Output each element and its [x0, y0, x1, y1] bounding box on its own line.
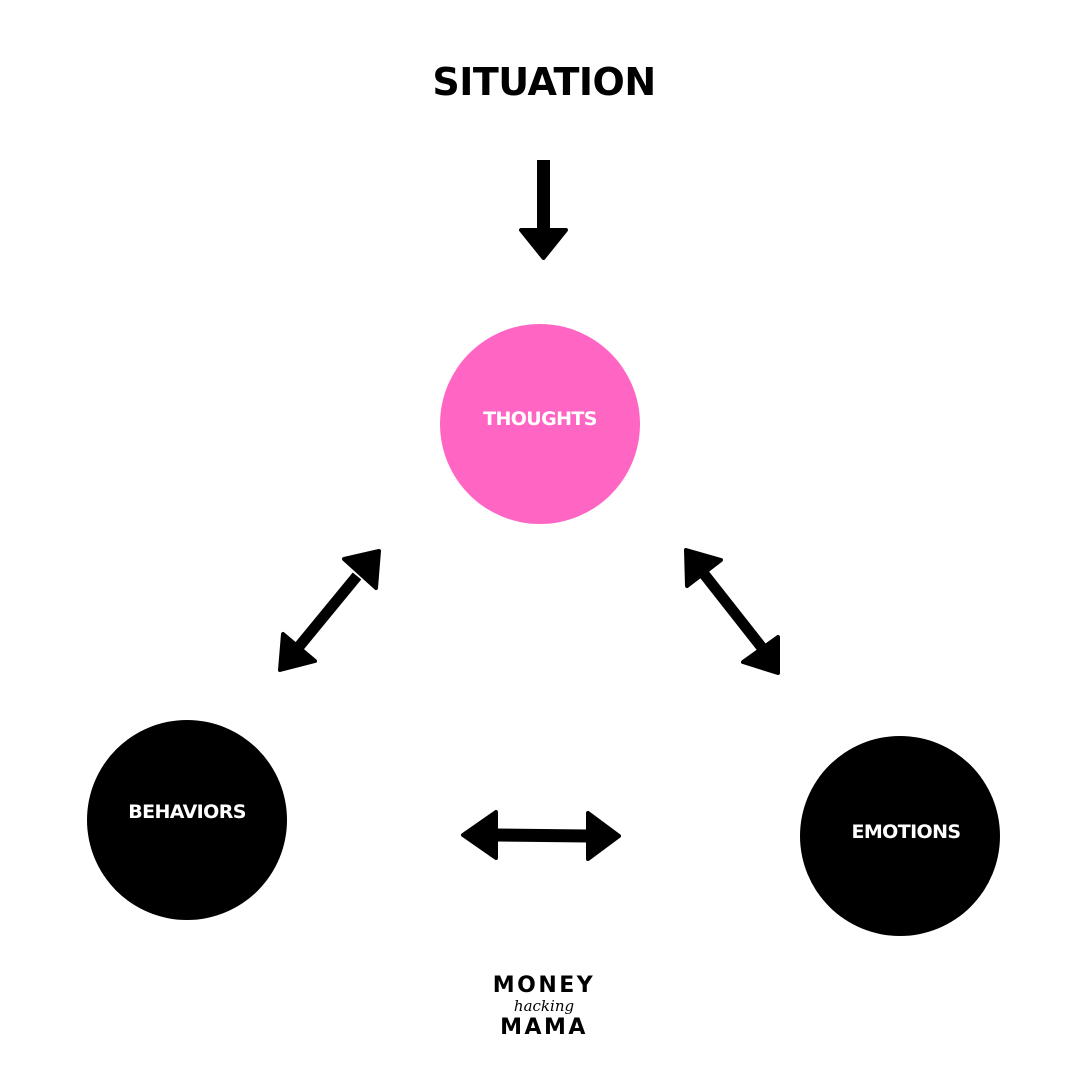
brand-logo-bottom: MAMA: [500, 1015, 588, 1040]
thoughts-node: THOUGHTS: [440, 324, 640, 524]
arrow-behaviors-emotions: [461, 810, 621, 861]
behaviors-label: BEHAVIORS: [128, 801, 246, 823]
thoughts-label: THOUGHTS: [483, 408, 597, 430]
behaviors-node: BEHAVIORS: [87, 720, 287, 920]
emotions-node: EMOTIONS: [800, 736, 1000, 936]
brand-logo: MONEY hacking MAMA: [444, 972, 644, 1042]
brand-logo-top: MONEY: [492, 973, 596, 998]
arrow-situation-to-thoughts: [519, 160, 568, 260]
brand-logo-middle: hacking: [513, 997, 575, 1015]
arrow-thoughts-behaviors: [278, 549, 381, 672]
diagram-title: SITUATION: [432, 60, 656, 104]
arrow-thoughts-emotions: [684, 548, 780, 675]
emotions-label: EMOTIONS: [851, 821, 961, 843]
